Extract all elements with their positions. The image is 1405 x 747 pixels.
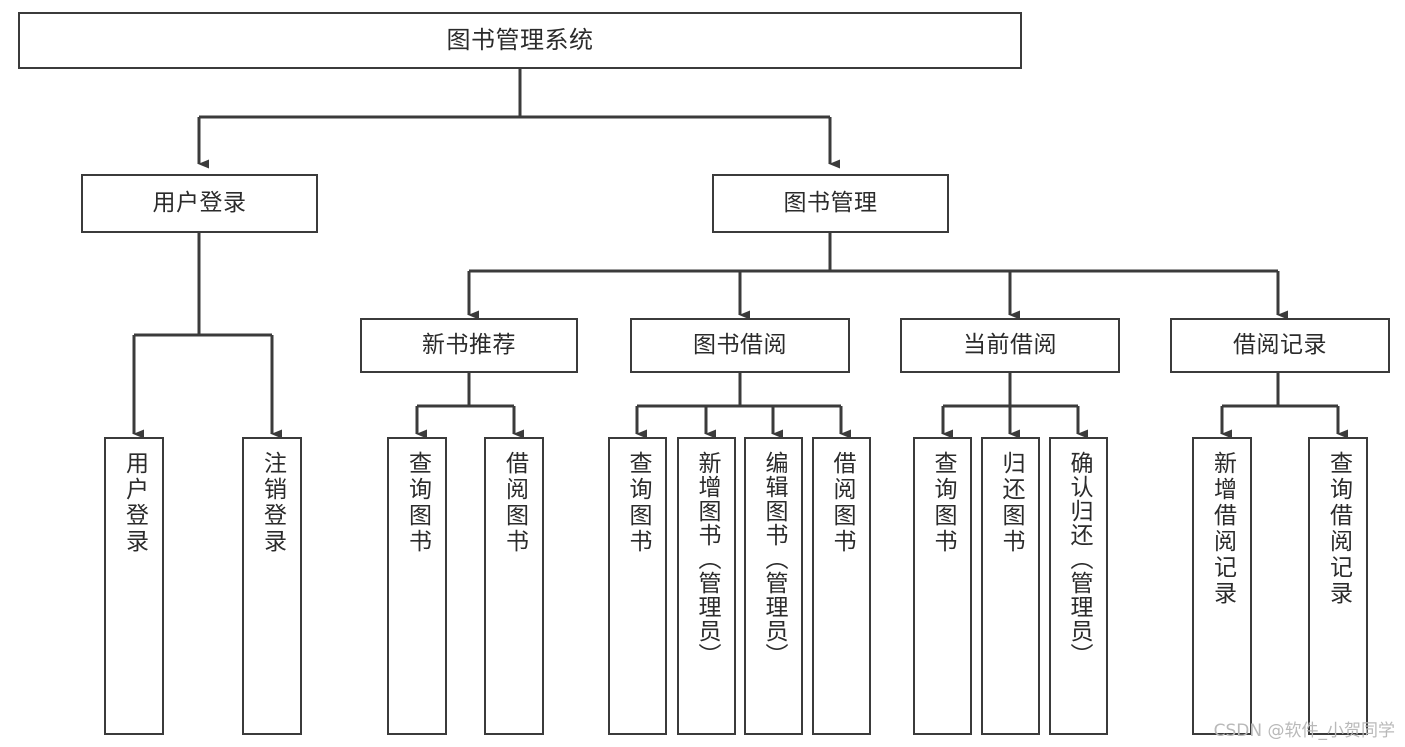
leaf-book-borrow-borrow-book[interactable]: 借阅图书 xyxy=(812,437,871,735)
node-label: 查询图书 xyxy=(625,451,651,555)
leaf-borrow-record-add-record[interactable]: 新增借阅记录 xyxy=(1192,437,1252,735)
node-book-management[interactable]: 图书管理 xyxy=(712,174,949,233)
node-label: 当前借阅 xyxy=(963,331,1057,358)
node-label: 新书推荐 xyxy=(422,331,516,358)
node-label: 用户登录 xyxy=(121,451,148,555)
leaf-book-borrow-add-book-admin[interactable]: 新增图书（管理员） xyxy=(677,437,736,735)
node-label: 借阅图书 xyxy=(829,451,855,555)
node-label: 图书借阅 xyxy=(693,331,787,358)
node-label: 图书管理系统 xyxy=(446,26,594,55)
leaf-borrow-record-query-record[interactable]: 查询借阅记录 xyxy=(1308,437,1368,735)
leaf-current-borrow-return-book[interactable]: 归还图书 xyxy=(981,437,1040,735)
node-label: 查询借阅记录 xyxy=(1325,451,1352,607)
leaf-new-book-borrow-book[interactable]: 借阅图书 xyxy=(484,437,544,735)
leaf-current-borrow-confirm-return-admin[interactable]: 确认归还（管理员） xyxy=(1049,437,1108,735)
node-label: 借阅记录 xyxy=(1233,331,1327,358)
node-label: 确认归还（管理员） xyxy=(1066,451,1092,667)
node-label: 注销登录 xyxy=(259,451,286,555)
leaf-new-book-query-book[interactable]: 查询图书 xyxy=(387,437,447,735)
leaf-book-borrow-edit-book-admin[interactable]: 编辑图书（管理员） xyxy=(744,437,803,735)
node-label: 查询图书 xyxy=(930,451,956,555)
node-label: 查询图书 xyxy=(404,451,431,555)
node-label: 用户登录 xyxy=(152,189,247,216)
leaf-user-login-logout[interactable]: 注销登录 xyxy=(242,437,302,735)
node-label: 新增图书（管理员） xyxy=(694,451,720,667)
node-label: 借阅图书 xyxy=(501,451,528,555)
node-user-login[interactable]: 用户登录 xyxy=(81,174,318,233)
node-label: 编辑图书（管理员） xyxy=(761,451,787,667)
watermark: CSDN @软件_小贺同学 xyxy=(1213,721,1395,741)
leaf-user-login-login[interactable]: 用户登录 xyxy=(104,437,164,735)
node-label: 图书管理 xyxy=(783,189,878,216)
node-label: 归还图书 xyxy=(998,451,1024,555)
leaf-book-borrow-query-book[interactable]: 查询图书 xyxy=(608,437,667,735)
node-book-borrowing[interactable]: 图书借阅 xyxy=(630,318,850,373)
leaf-current-borrow-query-book[interactable]: 查询图书 xyxy=(913,437,972,735)
node-label: 新增借阅记录 xyxy=(1209,451,1236,607)
node-borrowing-records[interactable]: 借阅记录 xyxy=(1170,318,1390,373)
node-new-book-recommendation[interactable]: 新书推荐 xyxy=(360,318,578,373)
node-current-borrowing[interactable]: 当前借阅 xyxy=(900,318,1120,373)
node-root-library-system[interactable]: 图书管理系统 xyxy=(18,12,1022,69)
